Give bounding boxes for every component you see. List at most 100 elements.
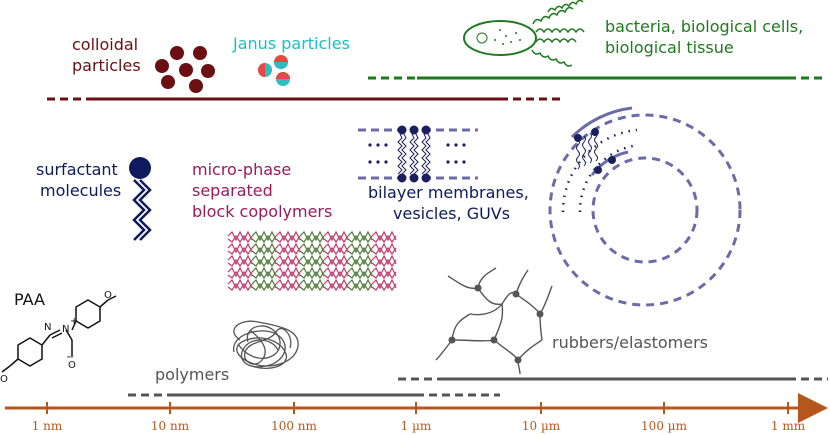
- tick-label-1mm: 1 mm: [771, 419, 806, 433]
- lamella-strand: [347, 266, 373, 278]
- block-copolymer-group: micro-phase separated block copolymers: [192, 160, 397, 292]
- lamella-strand: [227, 282, 253, 292]
- colloidal-label-line1: colloidal: [72, 35, 138, 54]
- lipid-head: [421, 173, 431, 183]
- bilayer-membrane-group: bilayer membranes, vesicles, GUVs: [358, 125, 529, 223]
- lamella-strand: [299, 242, 325, 254]
- lamella-strand: [323, 254, 349, 266]
- lamella-strand: [251, 282, 277, 292]
- lamella-strand: [371, 282, 397, 292]
- rubber-crosslinks-icon: [448, 284, 544, 364]
- lamella-strand: [227, 278, 253, 290]
- surfactant-label-line2: molecules: [40, 181, 121, 200]
- lamella-strand: [251, 246, 277, 256]
- lamella-strand: [299, 270, 325, 280]
- bilayer-lipids-icon: [397, 125, 431, 183]
- lamella-strand: [227, 254, 253, 266]
- lamella-strand: [299, 266, 325, 278]
- paa-atom-n1: N: [44, 322, 51, 333]
- vesicle-icon: [548, 106, 742, 307]
- lamella-strand: [251, 230, 277, 242]
- lamella-strand: [371, 254, 397, 266]
- lamella-strand: [299, 254, 325, 266]
- lamella-strand: [227, 234, 253, 244]
- tick-label-1um: 1 µm: [401, 419, 432, 433]
- lamella-strand: [275, 278, 301, 290]
- janus-label: Janus particles: [232, 34, 350, 53]
- surfactant-group: surfactant molecules: [36, 157, 152, 241]
- tick-label-100nm: 100 nm: [271, 419, 317, 433]
- lamella-strand: [323, 270, 349, 280]
- tick-label-100um: 100 µm: [641, 419, 688, 433]
- lipid-tail: [409, 133, 415, 175]
- lipid-tail: [401, 133, 407, 175]
- lamella-strand: [275, 266, 301, 278]
- lamella-strand: [227, 242, 253, 254]
- lamella-strand: [299, 258, 325, 268]
- lamella-strand: [299, 278, 325, 290]
- lamella-strand: [251, 258, 277, 268]
- axis-ticks: [46, 402, 789, 414]
- lamella-strand: [347, 258, 373, 268]
- length-axis: 1 nm 10 nm 100 nm 1 µm 10 µm 100 µm 1 mm: [5, 393, 828, 433]
- lamella-strand: [251, 270, 277, 280]
- lipid-tail: [425, 133, 431, 175]
- rubbers-label: rubbers/elastomers: [552, 333, 708, 352]
- paa-atom-charge-plus: +: [70, 316, 78, 327]
- lamella-strand: [275, 230, 301, 242]
- lamella-strand: [323, 246, 349, 256]
- lamella-strand: [251, 278, 277, 290]
- lamella-strand: [323, 258, 349, 268]
- lipid-tail: [413, 133, 419, 175]
- lamella-strand: [227, 266, 253, 278]
- block-copolymer-label-line1: micro-phase: [192, 160, 291, 179]
- lipid-head: [409, 173, 419, 183]
- lamella-strand: [251, 254, 277, 266]
- paa-label: PAA: [14, 290, 45, 309]
- lipid-head: [397, 125, 407, 135]
- lamella-strand: [227, 258, 253, 268]
- lamella-strand: [227, 230, 253, 242]
- lamella-strand: [347, 242, 373, 254]
- lamella-strand: [323, 234, 349, 244]
- lipid-tail: [397, 133, 403, 175]
- lamella-strand: [323, 266, 349, 278]
- lipid-head: [421, 125, 431, 135]
- axis-tick-labels: 1 nm 10 nm 100 nm 1 µm 10 µm 100 µm 1 mm: [32, 419, 806, 433]
- lamella-strand: [275, 254, 301, 266]
- paa-atom-o1: O: [0, 374, 8, 385]
- bacterium-granules-icon: [494, 29, 521, 45]
- lamella-strand: [275, 234, 301, 244]
- lamella-strand: [323, 242, 349, 254]
- lamella-strand: [275, 282, 301, 292]
- paa-group: PAA O N N + O − O: [0, 290, 117, 385]
- lipid-head: [397, 173, 407, 183]
- lamella-strand: [347, 278, 373, 290]
- lamella-strand: [299, 234, 325, 244]
- tick-label-10um: 10 µm: [522, 419, 561, 433]
- colloid-spheres-icon: [155, 46, 215, 93]
- rubber-network-icon: [435, 267, 553, 375]
- biological-label-line1: bacteria, biological cells,: [605, 17, 803, 36]
- paa-atom-o3: O: [104, 290, 112, 301]
- biological-group: bacteria, biological cells, biological t…: [368, 0, 825, 80]
- surfactant-label-line1: surfactant: [36, 160, 118, 179]
- lamella-strand: [275, 270, 301, 280]
- colloidal-label-line2: particles: [72, 56, 141, 75]
- lamella-strand: [275, 258, 301, 268]
- lamella-strand: [371, 234, 397, 244]
- lamella-strand: [227, 270, 253, 280]
- lamella-strand: [371, 230, 397, 242]
- lamella-strand: [323, 278, 349, 290]
- block-copolymer-label-line3: block copolymers: [192, 202, 332, 221]
- tick-label-1nm: 1 nm: [32, 419, 63, 433]
- lamella-strand: [227, 246, 253, 256]
- lamella-strand: [347, 246, 373, 256]
- block-copolymer-lamellae-icon: [227, 230, 397, 292]
- bilayer-label-line2: vesicles, GUVs: [393, 204, 510, 223]
- paa-molecule-icon: [1, 295, 117, 373]
- paa-atom-letters: O N N + O − O: [0, 290, 112, 385]
- lamella-strand: [299, 282, 325, 292]
- lamella-strand: [347, 234, 373, 244]
